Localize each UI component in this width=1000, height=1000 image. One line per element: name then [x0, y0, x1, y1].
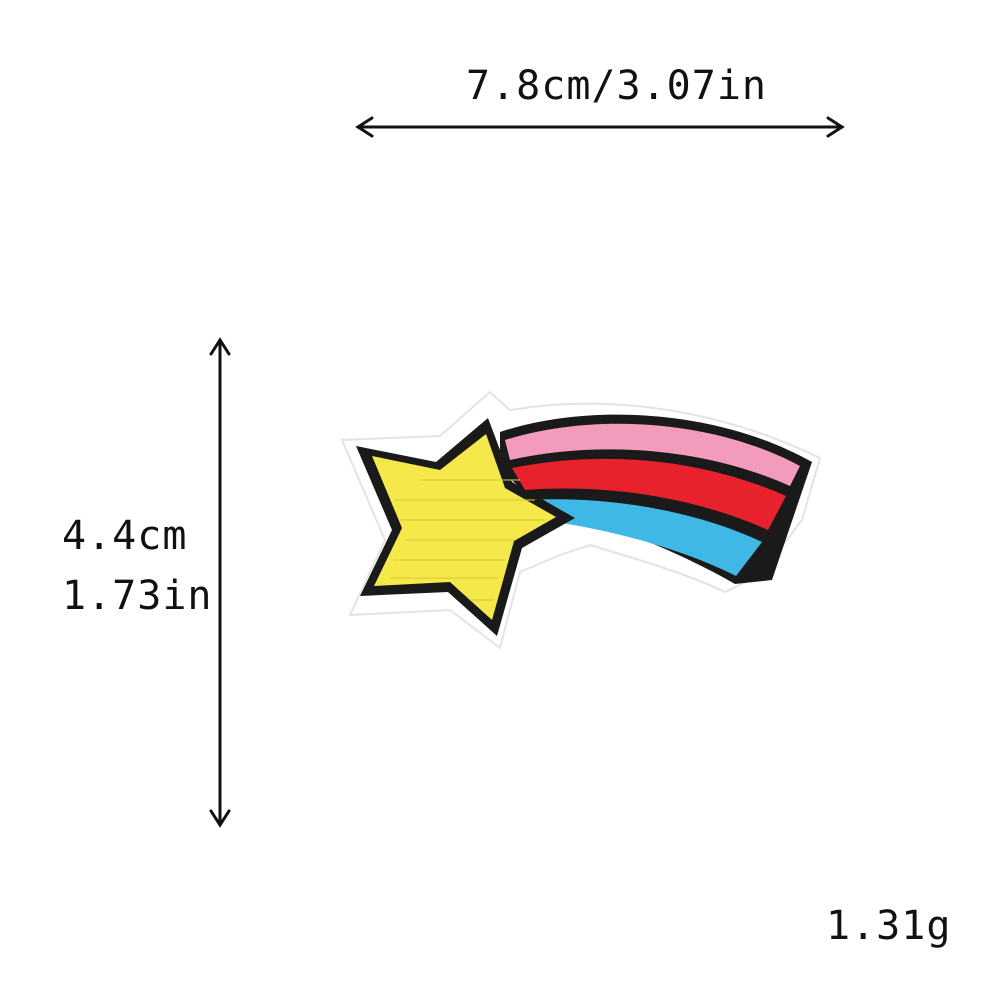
- star-stitch-texture: [390, 479, 545, 601]
- weight-label: 1.31g: [826, 903, 952, 949]
- width-arrow: [355, 116, 845, 138]
- height-arrow: [209, 337, 231, 828]
- rainbow-pink-band: [505, 423, 800, 486]
- height-in-label: 1.73in: [62, 573, 213, 619]
- shooting-star-patch: [340, 390, 822, 650]
- rainbow-red-band: [512, 458, 786, 530]
- rainbow-blue-band: [530, 499, 762, 576]
- width-dimension-label: 7.8cm/3.07in: [466, 63, 767, 109]
- star-fill: [372, 434, 556, 620]
- height-cm-label: 4.4cm: [62, 513, 188, 559]
